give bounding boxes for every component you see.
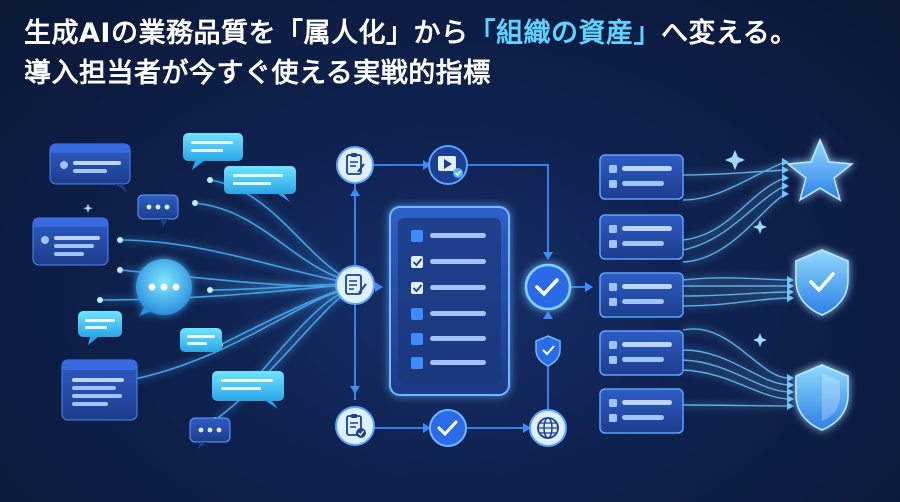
chat-bubble-icon: [189, 417, 231, 449]
chat-window-3: [61, 359, 138, 421]
list-card-icon: [599, 388, 684, 434]
chat-bubble-icon: [78, 311, 122, 345]
list-card-icon: [599, 330, 684, 376]
video-play-icon: [428, 145, 468, 185]
chat-window-2: [32, 217, 109, 266]
chat-window-1: [49, 143, 131, 193]
list-card-icon: [599, 154, 684, 200]
shield-check-icon: [795, 249, 849, 316]
star-icon: [786, 138, 854, 202]
shield-icon: [795, 364, 849, 431]
checkmark-icon: [429, 409, 467, 447]
checkmark-icon: [524, 263, 572, 311]
chat-bubble-icon: [137, 194, 179, 227]
connector-arrowheads: [350, 160, 593, 433]
clipboard-check-icon: [335, 406, 375, 446]
chat-bubble-icon: [183, 133, 243, 170]
headline-suffix: へ変える。: [660, 18, 798, 49]
shield-icon: [535, 335, 561, 367]
right-flow-lines: [682, 161, 791, 407]
chat-bubble-icon: [180, 328, 222, 352]
list-card-icon: [599, 214, 684, 260]
clipboard-edit-icon: [336, 146, 374, 184]
left-flow-lines: [99, 179, 346, 421]
headline-line-2: 導入担当者が今すぐ使える実戦的指標: [24, 58, 491, 89]
list-card-icon: [599, 272, 684, 318]
chat-bubble-icon: [224, 166, 296, 202]
document-edit-icon: [335, 265, 375, 305]
headline: 生成AIの業務品質を「属人化」から「組織の資産」へ変える。 導入担当者が今すぐ使…: [24, 14, 884, 94]
chat-dots-icon: [136, 259, 192, 316]
right-arrow-heads: [782, 158, 794, 410]
checklist-items: [411, 230, 486, 369]
sparkle-icons: [83, 150, 767, 347]
headline-highlight: 「組織の資産」: [468, 18, 661, 49]
chat-bubble-icon: [212, 371, 284, 409]
headline-prefix: 生成AIの業務品質を「属人化」から: [24, 18, 469, 49]
globe-icon: [529, 409, 567, 447]
headline-line-1: 生成AIの業務品質を「属人化」から「組織の資産」へ変える。: [24, 14, 884, 54]
